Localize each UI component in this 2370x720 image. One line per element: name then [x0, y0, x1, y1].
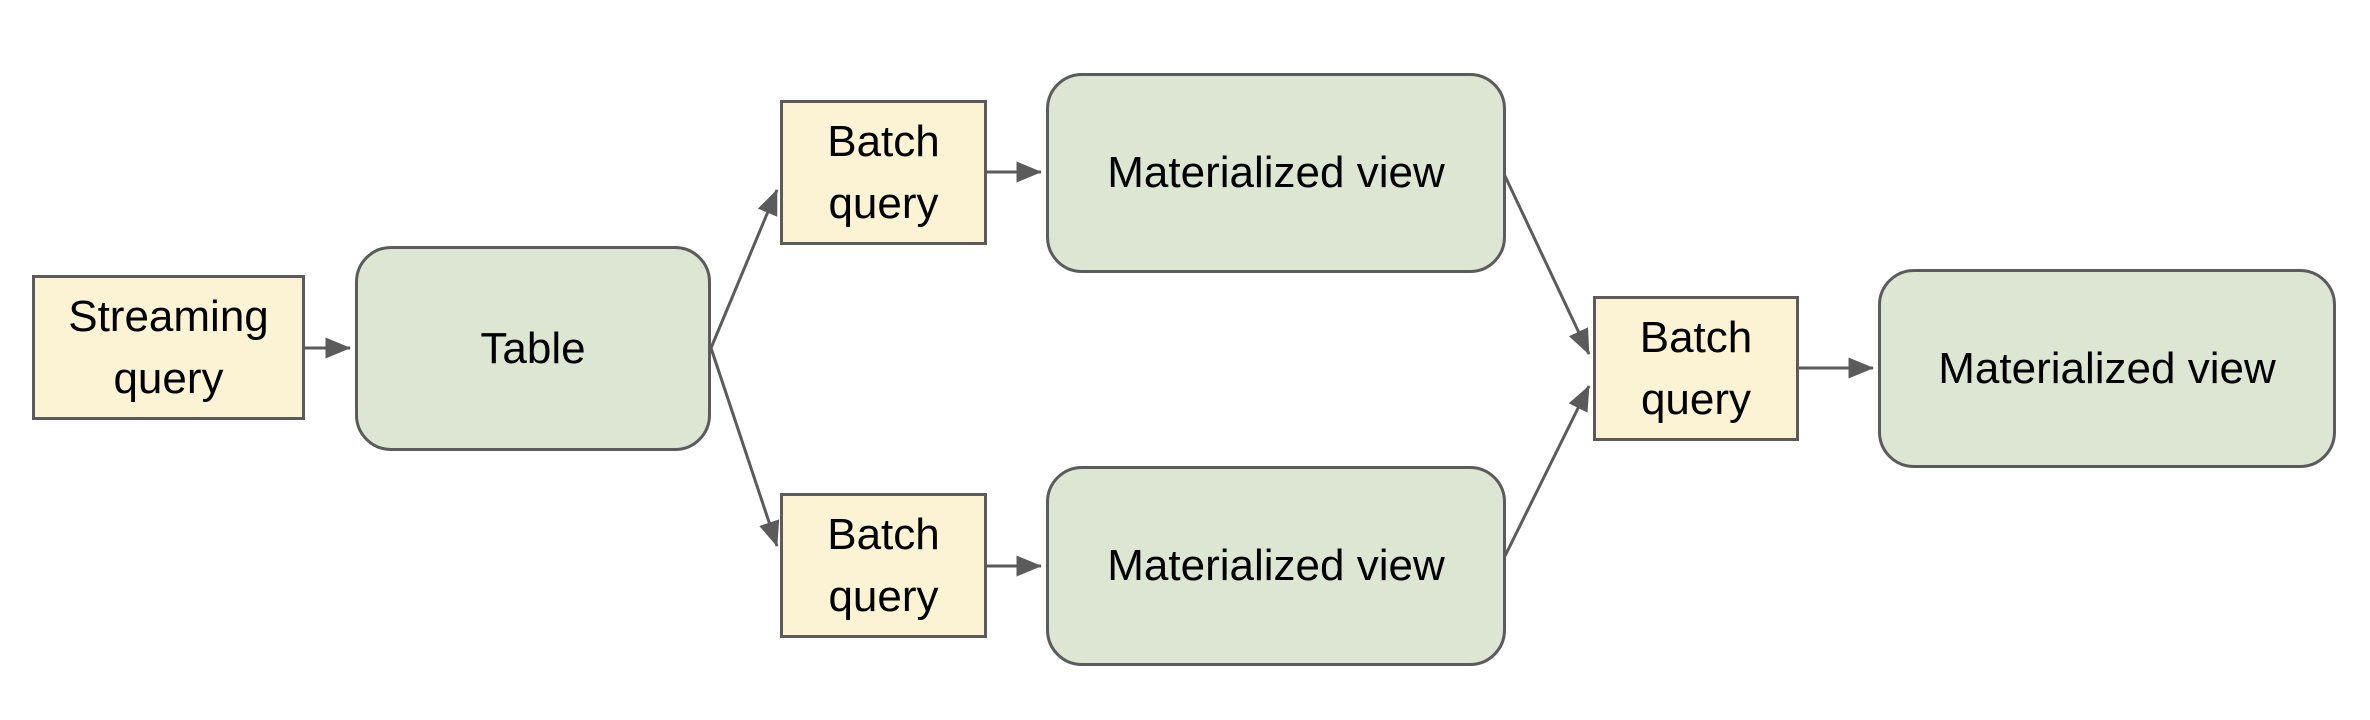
- node-label: Materialized view: [1107, 148, 1445, 197]
- node-table: Table: [355, 246, 711, 451]
- node-label: Batch query: [827, 116, 940, 228]
- edge-mv-bottom-to-batch-query-right: [1503, 385, 1591, 557]
- node-streaming-query: Streaming query: [32, 275, 305, 420]
- edge-table-to-batch-query-bottom: [709, 347, 780, 547]
- node-label: Materialized view: [1938, 343, 2276, 393]
- edge-table-to-batch-query-top: [709, 189, 779, 349]
- edge-mv-top-to-batch-query-right: [1503, 175, 1591, 355]
- node-label: Materialized view: [1107, 541, 1445, 590]
- node-label: Streaming query: [68, 291, 269, 403]
- node-materialized-view-top: Materialized view: [1046, 73, 1506, 273]
- node-label: Table: [480, 323, 586, 373]
- node-materialized-view-bottom: Materialized view: [1046, 466, 1506, 666]
- node-batch-query-bottom: Batch query: [780, 493, 987, 638]
- node-label: Batch query: [1639, 312, 1753, 424]
- node-batch-query-right: Batch query: [1593, 296, 1799, 441]
- node-batch-query-top: Batch query: [780, 100, 987, 245]
- node-materialized-view-right: Materialized view: [1878, 269, 2336, 468]
- node-label: Batch query: [827, 509, 940, 621]
